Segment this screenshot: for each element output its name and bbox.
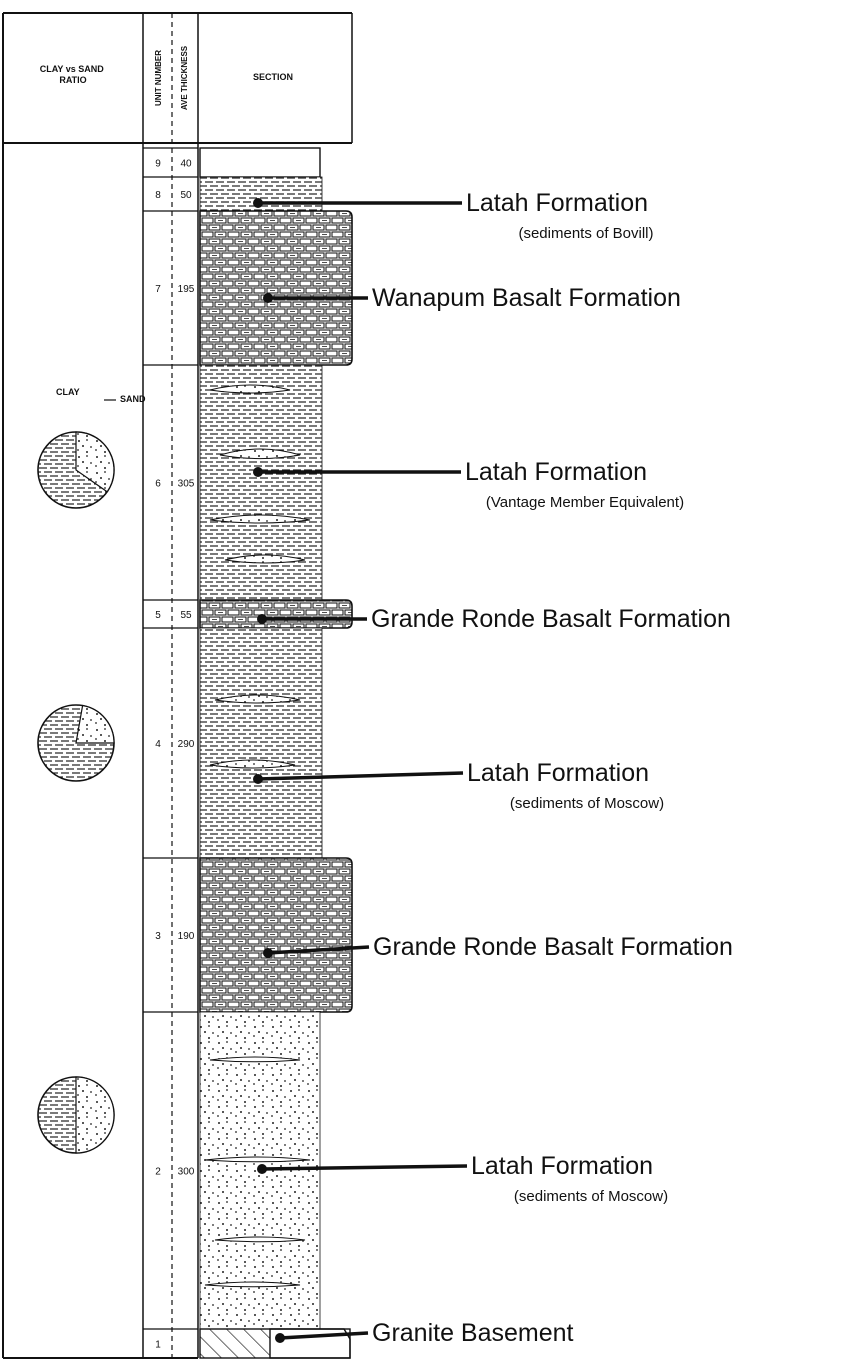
clay-sand-ratio-charts — [38, 432, 114, 1153]
formation-subtitle: (sediments of Moscow) — [510, 795, 664, 812]
unit-thickness: 50 — [180, 190, 192, 201]
pie-sand-portion — [76, 706, 114, 743]
section-column — [200, 148, 352, 1358]
formation-subtitle: (sediments of Bovill) — [518, 225, 653, 242]
section-column-header: SECTION — [253, 72, 293, 82]
thickness-column-header: AVE THICKNESS — [180, 45, 189, 110]
formation-name: Granite Basement — [372, 1319, 574, 1347]
unit-thickness: 290 — [178, 739, 195, 750]
unit-number: 1 — [155, 1340, 161, 1351]
ratio-pie-chart — [38, 1077, 114, 1153]
formation-name: Grande Ronde Basalt Formation — [371, 605, 731, 633]
section-band-clay — [200, 628, 322, 858]
formation-subtitle: (Vantage Member Equivalent) — [486, 494, 684, 511]
pie-sand-portion — [76, 1077, 114, 1153]
unit-number: 3 — [155, 931, 161, 942]
unit-thickness: 305 — [178, 479, 195, 490]
unit-thickness: 190 — [178, 931, 195, 942]
legend-clay: CLAY — [56, 387, 80, 397]
unit-number: 6 — [155, 479, 161, 490]
unit-thickness: 40 — [180, 159, 192, 170]
unit-thickness: 55 — [180, 610, 192, 621]
formation-name: Grande Ronde Basalt Formation — [373, 933, 733, 961]
ratio-pie-chart — [38, 432, 114, 508]
unit-thickness: 300 — [178, 1167, 195, 1178]
section-band-clay — [200, 365, 322, 600]
section-band-blank — [200, 148, 320, 177]
section-band-granite — [200, 1329, 270, 1358]
unit-thickness: 195 — [178, 284, 195, 295]
formation-name: Latah Formation — [466, 189, 648, 217]
unit-number-column-header: UNIT NUMBER — [154, 50, 163, 106]
ratio-column-header: CLAY vs SAND RATIO — [40, 64, 107, 85]
section-band-basalt — [200, 211, 352, 365]
formation-subtitle: (sediments of Moscow) — [514, 1188, 668, 1205]
formation-name: Latah Formation — [465, 458, 647, 486]
unit-number: 7 — [155, 284, 161, 295]
legend-sand: SAND — [120, 394, 146, 404]
unit-number: 2 — [155, 1167, 161, 1178]
section-band-basalt — [200, 600, 352, 628]
unit-number: 5 — [155, 610, 161, 621]
ratio-pie-chart — [38, 705, 114, 781]
formation-name: Wanapum Basalt Formation — [372, 284, 681, 312]
formation-name: Latah Formation — [471, 1152, 653, 1180]
unit-number: 4 — [155, 739, 161, 750]
unit-number: 8 — [155, 190, 161, 201]
section-band-basalt — [200, 858, 352, 1012]
clay-sand-legend: CLAY SAND — [56, 387, 146, 404]
unit-number: 9 — [155, 159, 161, 170]
formation-name: Latah Formation — [467, 759, 649, 787]
